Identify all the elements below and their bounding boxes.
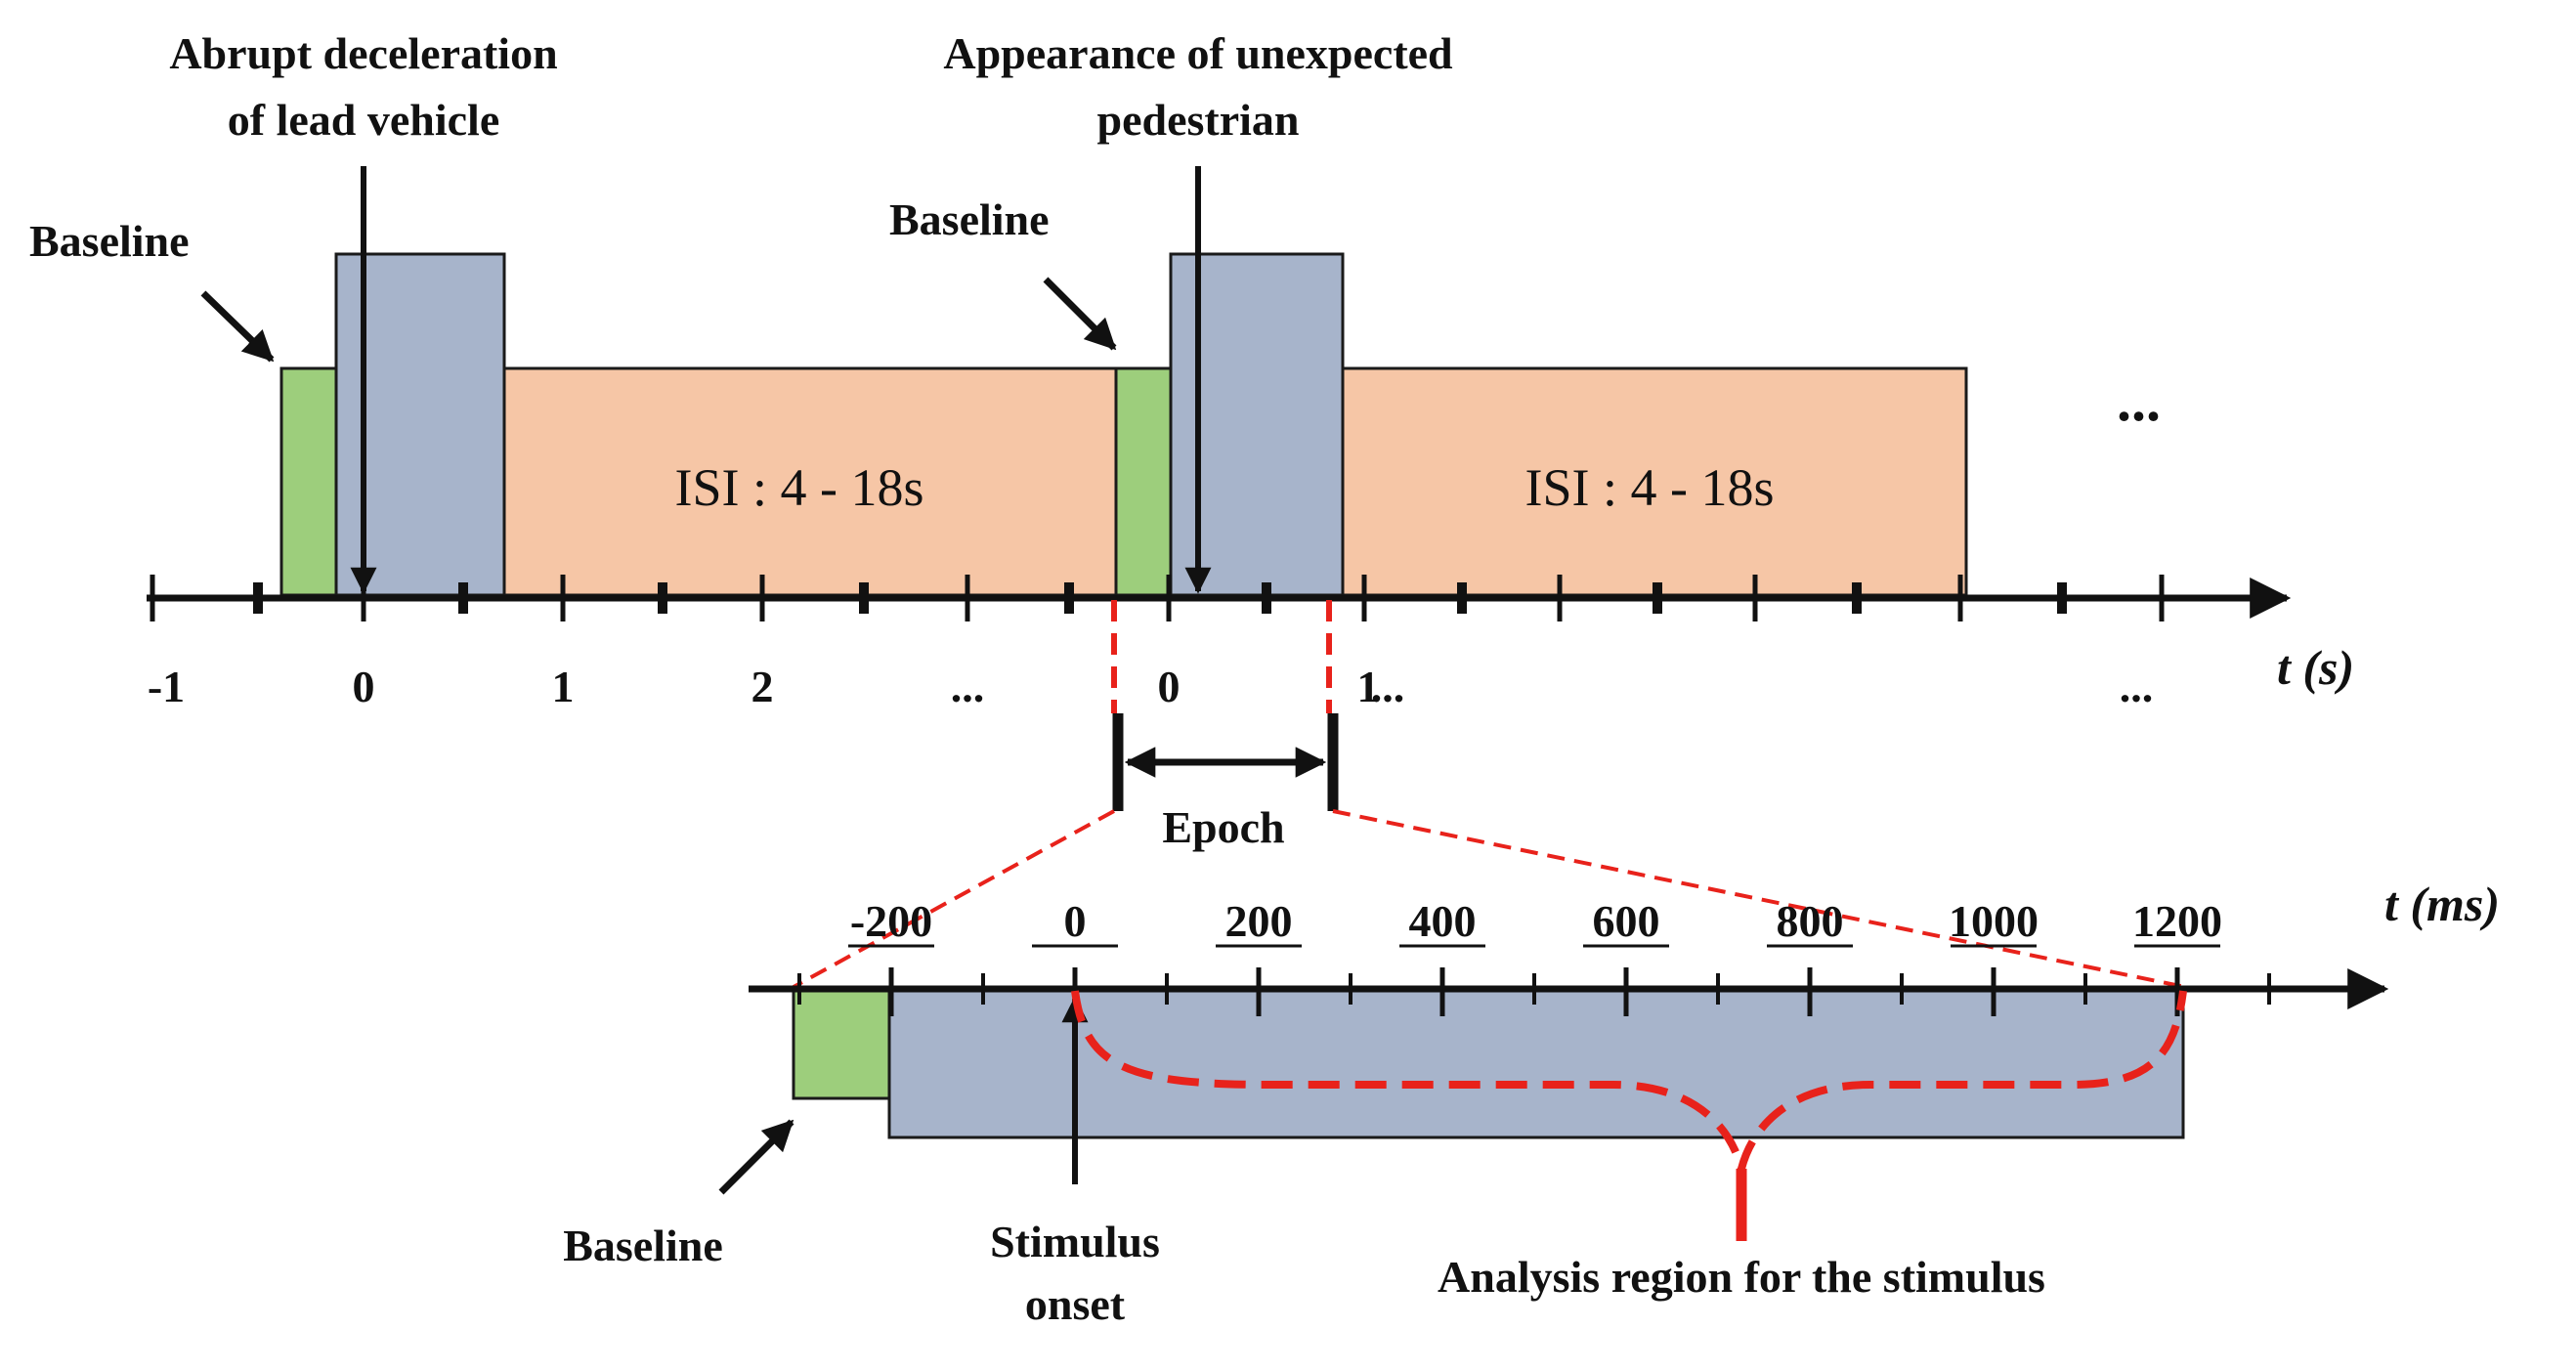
zoom-line-left bbox=[793, 809, 1115, 989]
top-axis-tick-label: ... bbox=[951, 662, 985, 711]
decel-label-line1: Abrupt deceleration bbox=[169, 28, 557, 78]
bottom-axis-title: t (ms) bbox=[2384, 877, 2500, 931]
top-axis-tick-minor bbox=[859, 582, 869, 614]
top-axis-tick-minor bbox=[2057, 582, 2067, 614]
baseline-pointer-arrow-3 bbox=[718, 1119, 794, 1195]
stimulus-label-line1: Stimulus bbox=[990, 1217, 1160, 1266]
bottom-axis-tick-label: 0 bbox=[1064, 896, 1087, 946]
top-axis-ticks: -1 0 1 2... 0 1...... bbox=[148, 575, 2165, 711]
baseline-pointer-arrow-1 bbox=[200, 290, 275, 363]
zoom-line-right bbox=[1332, 809, 2186, 989]
top-axis-tick-minor bbox=[1852, 582, 1862, 614]
bottom-axis-tick-label: -200 bbox=[850, 896, 932, 946]
top-isi-block-2 bbox=[1341, 366, 1968, 597]
top-axis-tick-label: ... bbox=[1371, 662, 1405, 711]
bottom-axis-tick-label: 600 bbox=[1593, 896, 1660, 946]
isi-label-1: ISI : 4 - 18s bbox=[675, 458, 924, 517]
top-axis-title: t (s) bbox=[2277, 640, 2354, 695]
top-axis-tick-label: 0 bbox=[1158, 662, 1181, 711]
top-axis-tick-minor bbox=[253, 582, 263, 614]
decel-label-line2: of lead vehicle bbox=[228, 95, 500, 145]
stimulus-label-line2: onset bbox=[1025, 1279, 1126, 1329]
top-isi-block-1 bbox=[502, 366, 1118, 597]
epoch-label: Epoch bbox=[1162, 802, 1284, 852]
bottom-epoch-block bbox=[887, 987, 2185, 1139]
pedestrian-label-line2: pedestrian bbox=[1097, 95, 1300, 145]
pedestrian-label-line1: Appearance of unexpected bbox=[943, 28, 1453, 78]
baseline-label-top-1: Baseline bbox=[29, 216, 190, 266]
bottom-axis-tick-label: 200 bbox=[1225, 896, 1293, 946]
top-axis-tick-label: 2 bbox=[751, 662, 774, 711]
top-timeline: ISI : 4 - 18s ISI : 4 - 18s -1 0 1 2... 0 1..… bbox=[29, 28, 2354, 711]
epoch-zoom: Epoch bbox=[793, 600, 2186, 989]
bottom-axis-tick-label: 1000 bbox=[1949, 896, 2039, 946]
top-axis-tick-minor bbox=[1262, 582, 1271, 614]
top-axis-tick-label: ... bbox=[2120, 662, 2154, 711]
top-axis-tick-label: -1 bbox=[148, 662, 185, 711]
bottom-axis-ticks: -200 0 200 400 600 800 1000 1200 bbox=[797, 896, 2271, 1016]
top-axis-tick-minor bbox=[658, 582, 667, 614]
top-right-ellipsis: ... bbox=[2117, 368, 2161, 433]
bottom-axis-tick-label: 400 bbox=[1409, 896, 1477, 946]
top-axis-tick-minor bbox=[1457, 582, 1467, 614]
top-axis-tick-label: 1 bbox=[552, 662, 575, 711]
bottom-timeline: -200 0 200 400 600 800 1000 1200 t (ms) Baselin… bbox=[563, 877, 2500, 1329]
baseline-label-top-2: Baseline bbox=[889, 194, 1050, 244]
analysis-region-label: Analysis region for the stimulus bbox=[1438, 1252, 2045, 1302]
top-axis-tick-minor bbox=[458, 582, 468, 614]
top-axis-tick-minor bbox=[1653, 582, 1662, 614]
top-axis-tick-label: 1 bbox=[1357, 662, 1380, 711]
baseline-pointer-arrow-2 bbox=[1043, 277, 1117, 351]
bottom-axis-tick-label: 800 bbox=[1777, 896, 1844, 946]
top-baseline-block-2 bbox=[1114, 366, 1173, 597]
top-axis-tick-label: 0 bbox=[353, 662, 375, 711]
bottom-axis-tick-label: 1200 bbox=[2132, 896, 2222, 946]
bottom-baseline-block bbox=[792, 987, 891, 1100]
top-axis-tick-minor bbox=[1064, 582, 1074, 614]
isi-label-2: ISI : 4 - 18s bbox=[1525, 458, 1775, 517]
baseline-label-bottom: Baseline bbox=[563, 1221, 723, 1270]
analysis-region-brace bbox=[1071, 990, 2187, 1184]
top-baseline-block-1 bbox=[279, 366, 338, 597]
